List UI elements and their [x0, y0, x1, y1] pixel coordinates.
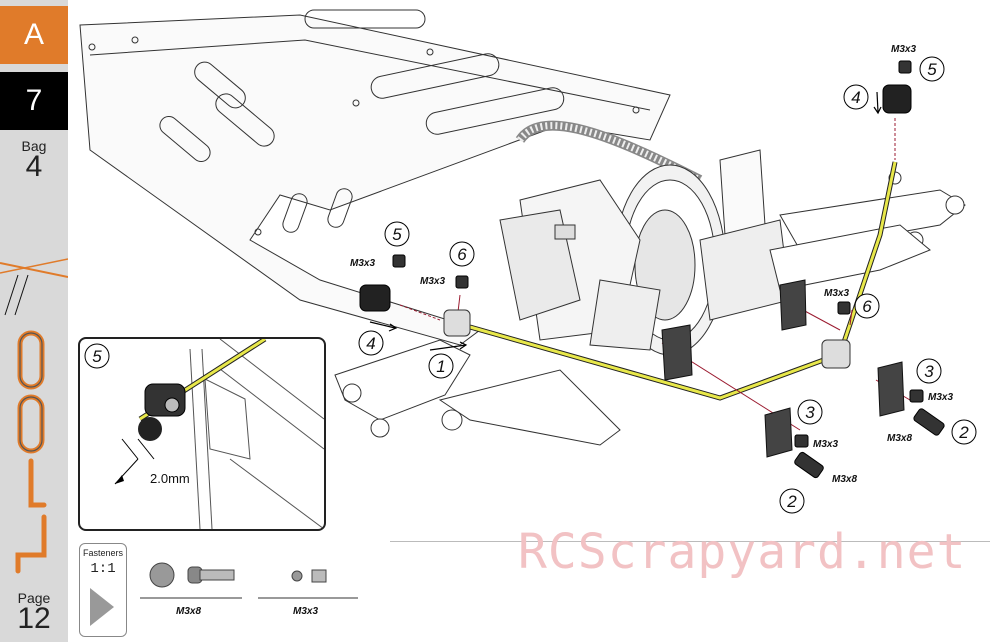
m3x8-bolts [794, 408, 945, 479]
brand-logo [0, 258, 68, 574]
step-number: 7 [0, 72, 68, 130]
divider [390, 541, 990, 542]
page-label: Page [17, 590, 51, 606]
chassis-plate [79, 9, 671, 346]
fasteners-label: Fasteners [82, 548, 124, 558]
section-tab: A [0, 6, 68, 64]
fastener-m3x8-caption: M3x8 [176, 606, 202, 617]
bag-label: Bag [21, 138, 47, 154]
label-m3x3-d: M3x3 [891, 44, 916, 55]
fasteners-scale: 1:1 [90, 561, 116, 577]
inset-step-number: 5 [92, 347, 102, 366]
label-m3x3-a: M3x3 [350, 258, 375, 269]
callout-6b: 6 [862, 297, 872, 316]
arrows [369, 91, 882, 351]
label-m3x3-f: M3x3 [813, 439, 838, 450]
suspension-arms [334, 171, 966, 446]
callout-5a: 5 [392, 225, 402, 244]
sidebar: A 7 Bag 4 Page 12 [0, 0, 68, 642]
callout-2b: 2 [958, 423, 969, 442]
callout-3a: 3 [805, 403, 815, 422]
label-m3x3-c: M3x3 [824, 288, 849, 299]
play-triangle-icon [90, 588, 114, 626]
collars [443, 309, 851, 369]
label-m3x8-a: M3x8 [832, 474, 857, 485]
set-screws [392, 60, 924, 448]
label-m3x8-b: M3x8 [887, 433, 912, 444]
callout-5b: 5 [927, 60, 937, 79]
callout-4b: 4 [851, 88, 860, 107]
antiroll-mounts [661, 279, 905, 458]
callout-1: 1 [436, 357, 445, 376]
label-m3x3-b: M3x3 [420, 276, 445, 287]
callout-6a: 6 [457, 245, 467, 264]
fastener-m3x3-caption: M3x3 [293, 606, 319, 617]
bag-number: 4 [25, 150, 43, 183]
callout-4a: 4 [366, 334, 375, 353]
page-number: 12 [17, 602, 51, 635]
callout-3b: 3 [924, 362, 934, 381]
label-m3x3-e: M3x3 [928, 392, 953, 403]
fasteners-box: Fasteners 1:1 [79, 543, 127, 637]
callout-2a: 2 [786, 492, 797, 511]
detail-inset: 5 2.0mm [78, 337, 326, 531]
assembly-drawing: 5 6 4 1 6 3 3 2 2 5 4 M3x3 M3x3 M3x3 M3x… [79, 9, 977, 514]
watermark: RCScrapyard.net [518, 524, 967, 580]
belt-drive [499, 120, 791, 356]
fasteners-parts [140, 562, 358, 599]
inset-drawing: 5 2.0mm [84, 339, 324, 529]
inset-dimension: 2.0mm [150, 471, 190, 486]
pivot-balls [359, 84, 912, 312]
